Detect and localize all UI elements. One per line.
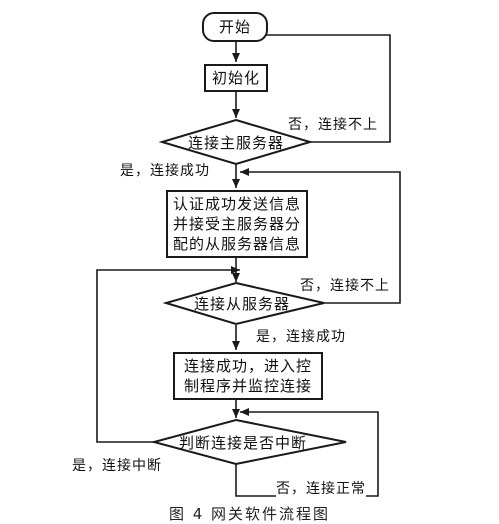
decision-connect-main: 连接主服务器 — [186, 132, 286, 153]
auth-process: 认证成功发送信息 并接受主服务器分 配的从服务器信息 — [166, 190, 308, 258]
auth-line-2: 并接受主服务器分 — [172, 215, 301, 233]
edge-label-slave-fail: 否，连接不上 — [300, 275, 390, 295]
decision-connect-slave-shape — [162, 281, 325, 326]
auth-line-3: 配的从服务器信息 — [172, 235, 301, 253]
init-process: 初始化 — [204, 64, 268, 92]
control-line-2: 制程序并监控连接 — [183, 377, 312, 395]
decision-check-interrupt-shape — [150, 418, 347, 466]
loop-normal — [235, 408, 379, 497]
loop-main-fail — [240, 31, 391, 143]
control-line-1: 连接成功，进入控 — [183, 357, 312, 375]
connect-main-label: 连接主服务器 — [187, 134, 284, 152]
init-label: 初始化 — [211, 69, 260, 87]
decision-connect-slave: 连接从服务器 — [192, 293, 292, 314]
loop-interrupted — [96, 266, 240, 443]
auth-line-1: 认证成功发送信息 — [172, 195, 301, 213]
edge-label-slave-success: 是，连接成功 — [256, 326, 346, 346]
edge-label-normal: 否，连接正常 — [276, 478, 366, 498]
control-process: 连接成功，进入控 制程序并监控连接 — [173, 352, 323, 400]
connect-slave-label: 连接从服务器 — [193, 295, 290, 313]
check-interrupt-label: 判断连接是否中断 — [178, 434, 307, 452]
decision-check-interrupt: 判断连接是否中断 — [178, 432, 308, 453]
start-label: 开始 — [218, 18, 251, 36]
start-terminal: 开始 — [202, 12, 268, 42]
edge-label-main-fail: 否，连接不上 — [288, 114, 378, 134]
edge-label-interrupted: 是，连接中断 — [72, 455, 162, 475]
edge-label-main-success: 是，连接成功 — [120, 160, 210, 180]
decision-connect-main-shape — [158, 118, 314, 166]
figure-caption: 图 4 网关软件流程图 — [168, 505, 331, 523]
loop-slave-fail — [240, 168, 401, 304]
